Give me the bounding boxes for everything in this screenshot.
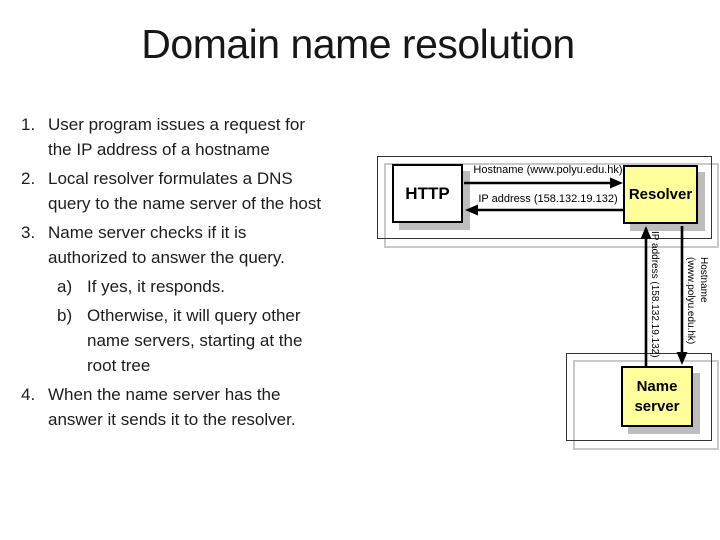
list-item: 4. When the name server has the answer i… <box>21 382 373 432</box>
vertical-ip-edge-label: IP address (158.132.19.132) <box>649 231 660 358</box>
list-item: 1. User program issues a request for the… <box>21 112 373 162</box>
top-container-box <box>377 156 712 239</box>
list-item-text: Local resolver formulates a DNS query to… <box>48 169 322 213</box>
bullet-list: 1. User program issues a request for the… <box>21 112 373 436</box>
list-item-text: If yes, it responds. <box>87 277 225 296</box>
list-item: 3. Name server checks if it is authorize… <box>21 220 373 270</box>
list-item-marker: a) <box>57 277 73 296</box>
vertical-hostname-edge-label: Hostname (www.polyu.edu.hk) <box>685 257 709 345</box>
top-container-shadow <box>384 163 719 248</box>
list-item-text: When the name server has the answer it s… <box>48 385 296 429</box>
hostname-edge-label: Hostname (www.polyu.edu.hk) <box>473 164 623 176</box>
page-title: Domain name resolution <box>141 21 575 67</box>
resolver-node-label: Resolver <box>628 186 693 203</box>
list-item-marker: 4. <box>21 385 36 404</box>
list-subitem: a) If yes, it responds. <box>57 274 373 299</box>
list-item-marker: 1. <box>21 115 36 134</box>
list-item: 2. Local resolver formulates a DNS query… <box>21 166 373 216</box>
resolver-node: Resolver <box>623 165 698 224</box>
http-node-label: HTTP <box>405 183 450 203</box>
list-item-text: User program issues a request for the IP… <box>48 115 305 159</box>
list-item-text: Name server checks if it is authorized t… <box>48 223 285 267</box>
list-item-marker: 3. <box>21 223 36 242</box>
list-item-marker: b) <box>57 306 73 325</box>
http-node: HTTP <box>392 164 463 223</box>
ip-edge-label: IP address (158.132.19.132) <box>478 193 618 205</box>
list-item-text: Otherwise, it will query other name serv… <box>87 306 303 375</box>
bottom-container-box <box>566 353 712 441</box>
list-subitem: b) Otherwise, it will query other name s… <box>57 303 373 378</box>
name-server-node-label: Name server <box>634 377 680 415</box>
list-item-marker: 2. <box>21 169 36 188</box>
name-server-node: Name server <box>621 366 693 427</box>
